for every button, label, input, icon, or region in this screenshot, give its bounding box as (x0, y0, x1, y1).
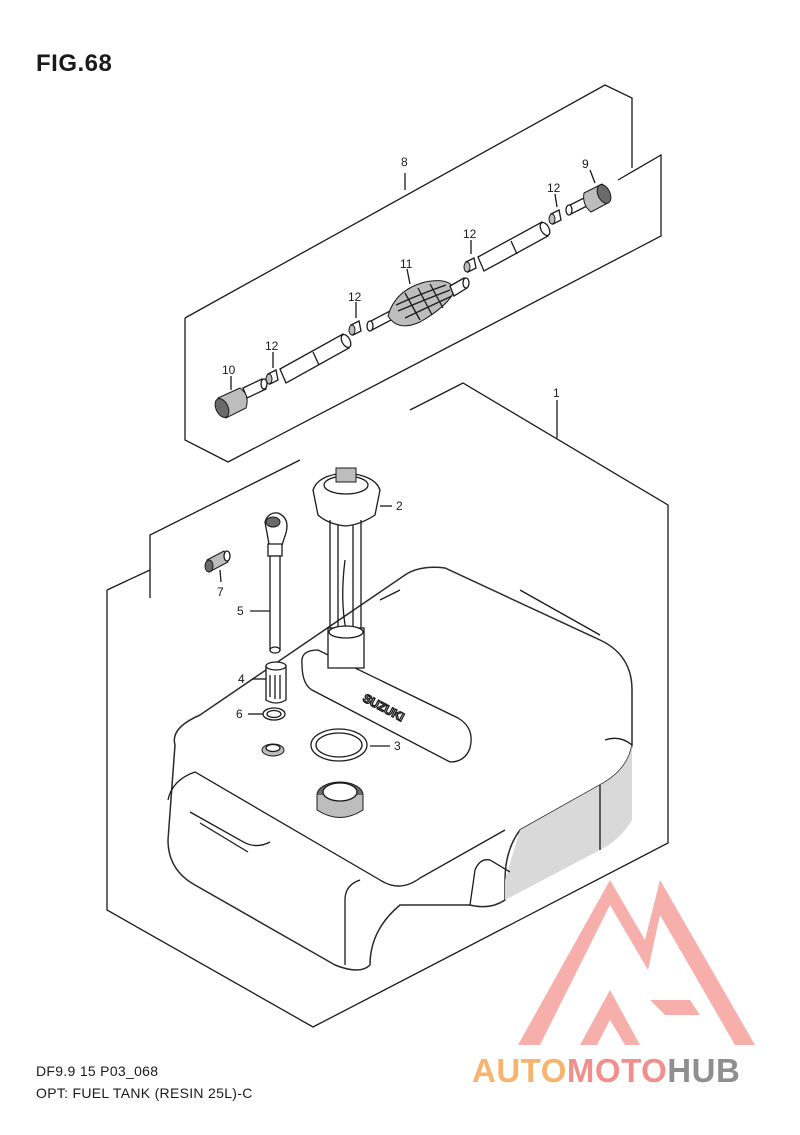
callout-12: 12 (265, 339, 279, 353)
filler-neck (316, 781, 364, 818)
strainer-part-4 (252, 661, 287, 704)
engine-connector-part-10 (214, 378, 268, 419)
callout-11: 11 (400, 257, 413, 271)
hose-clamp-part-12 (348, 320, 362, 336)
hose-clamp-part-12 (463, 257, 477, 273)
callout-1: 1 (553, 386, 560, 400)
hose-clamp-part-12 (265, 369, 279, 385)
callout-6: 6 (236, 707, 243, 721)
fuel-gauge-part-2 (312, 467, 392, 669)
figure-description: OPT: FUEL TANK (RESIN 25L)-C (36, 1085, 253, 1101)
figure-code: DF9.9 15 P03_068 (36, 1063, 159, 1079)
watermark-moto: MOTO (566, 1052, 668, 1089)
watermark-brand-text: AUTOMOTOHUB (472, 1052, 740, 1090)
fuel-hose-lower (279, 333, 352, 384)
watermark-auto: AUTO (472, 1052, 567, 1089)
hose-clamp-part-12 (548, 209, 562, 225)
callout-4: 4 (238, 672, 245, 686)
tank-outlet-boss (261, 743, 285, 757)
fuel-tank-body (167, 566, 633, 971)
watermark-hub: HUB (667, 1052, 741, 1089)
vent-pipe-part-5 (250, 512, 288, 654)
suzuki-emboss-panel: SUZUKI (301, 649, 472, 763)
callout-7: 7 (217, 585, 224, 599)
tank-connector-part-9 (565, 183, 612, 216)
callout-2: 2 (396, 499, 403, 513)
callout-12: 12 (463, 227, 477, 241)
callout-12: 12 (547, 181, 561, 195)
callout-3: 3 (394, 739, 401, 753)
callout-10: 10 (222, 363, 236, 377)
fuel-hose-upper (477, 221, 551, 272)
callout-5: 5 (237, 604, 244, 618)
figure-title: FIG.68 (36, 50, 113, 77)
watermark-logo-icon (518, 880, 755, 1045)
callout-9: 9 (582, 157, 589, 171)
fittings-sub-box (149, 459, 301, 598)
callout-8: 8 (401, 155, 408, 169)
fitting-part-7 (204, 550, 231, 583)
hose-assembly-box (184, 84, 662, 463)
o-ring-part-6 (248, 707, 286, 721)
primer-bulb-part-11 (366, 277, 470, 332)
part-callouts: 8 9 12 12 11 12 12 10 1 2 7 5 4 6 3 (217, 155, 589, 753)
tank-assembly-box (106, 382, 669, 1028)
gasket-part-3 (310, 728, 390, 762)
callout-12: 12 (348, 290, 362, 304)
